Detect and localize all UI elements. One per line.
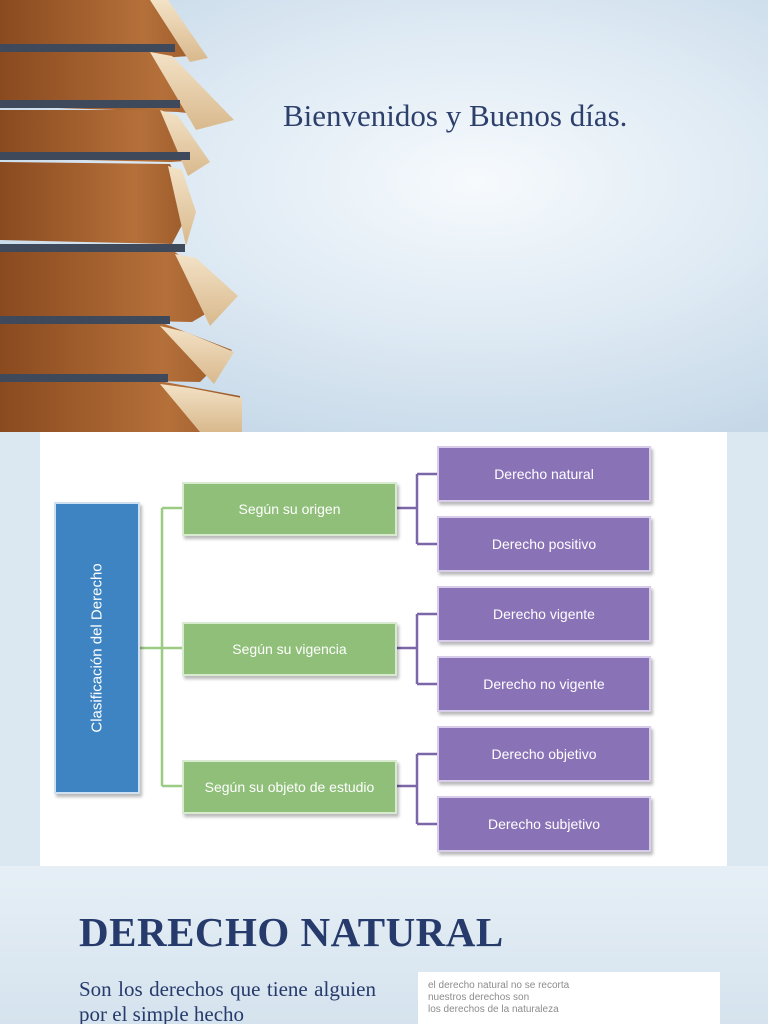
leaf-current-label: Derecho vigente	[493, 605, 595, 622]
diagram-connectors	[140, 472, 437, 826]
leaf-not-current-box: Derecho no vigente	[437, 656, 651, 712]
category-validity-box: Según su vigencia	[182, 622, 397, 676]
category-origin-label: Según su origen	[238, 500, 341, 517]
leaf-objective-label: Derecho objetivo	[491, 745, 597, 762]
leaf-subjective-label: Derecho subjetivo	[487, 815, 601, 832]
root-node: Clasificación del Derecho	[54, 502, 140, 794]
leaf-objective-box: Derecho objetivo	[437, 726, 651, 782]
slide-heading: DERECHO NATURAL	[79, 909, 504, 955]
leaf-current-box: Derecho vigente	[437, 586, 651, 642]
leaf-not-current-label: Derecho no vigente	[483, 675, 605, 692]
category-object-label: Según su objeto de estudio	[204, 778, 375, 795]
book-stack-image	[0, 0, 242, 432]
category-object-box: Según su objeto de estudio	[182, 760, 397, 814]
root-node-label: Clasificación del Derecho	[88, 563, 106, 733]
welcome-slide: Bienvenidos y Buenos días.	[0, 0, 768, 432]
classification-slide: Clasificación del Derecho Según su orige…	[0, 432, 768, 866]
leaf-subjective-box: Derecho subjetivo	[437, 796, 651, 852]
natural-law-slide: DERECHO NATURAL Son los derechos que tie…	[0, 866, 768, 1024]
category-origin-box: Según su origen	[182, 482, 397, 536]
leaf-positive-box: Derecho positivo	[437, 516, 651, 572]
slide-body-text: Son los derechos que tiene alguien por e…	[79, 977, 376, 1024]
welcome-title: Bienvenidos y Buenos días.	[283, 98, 628, 133]
quote-card: el derecho natural no se recorta nuestro…	[418, 972, 720, 1024]
quote-line: nuestros derechos son	[428, 992, 530, 1003]
quote-line: el derecho natural no se recorta	[428, 980, 570, 991]
category-validity-label: Según su vigencia	[232, 640, 347, 657]
leaf-natural-label: Derecho natural	[494, 465, 594, 482]
leaf-natural-box: Derecho natural	[437, 446, 651, 502]
quote-line: los derechos de la naturaleza	[428, 1004, 559, 1015]
leaf-positive-label: Derecho positivo	[491, 535, 597, 552]
